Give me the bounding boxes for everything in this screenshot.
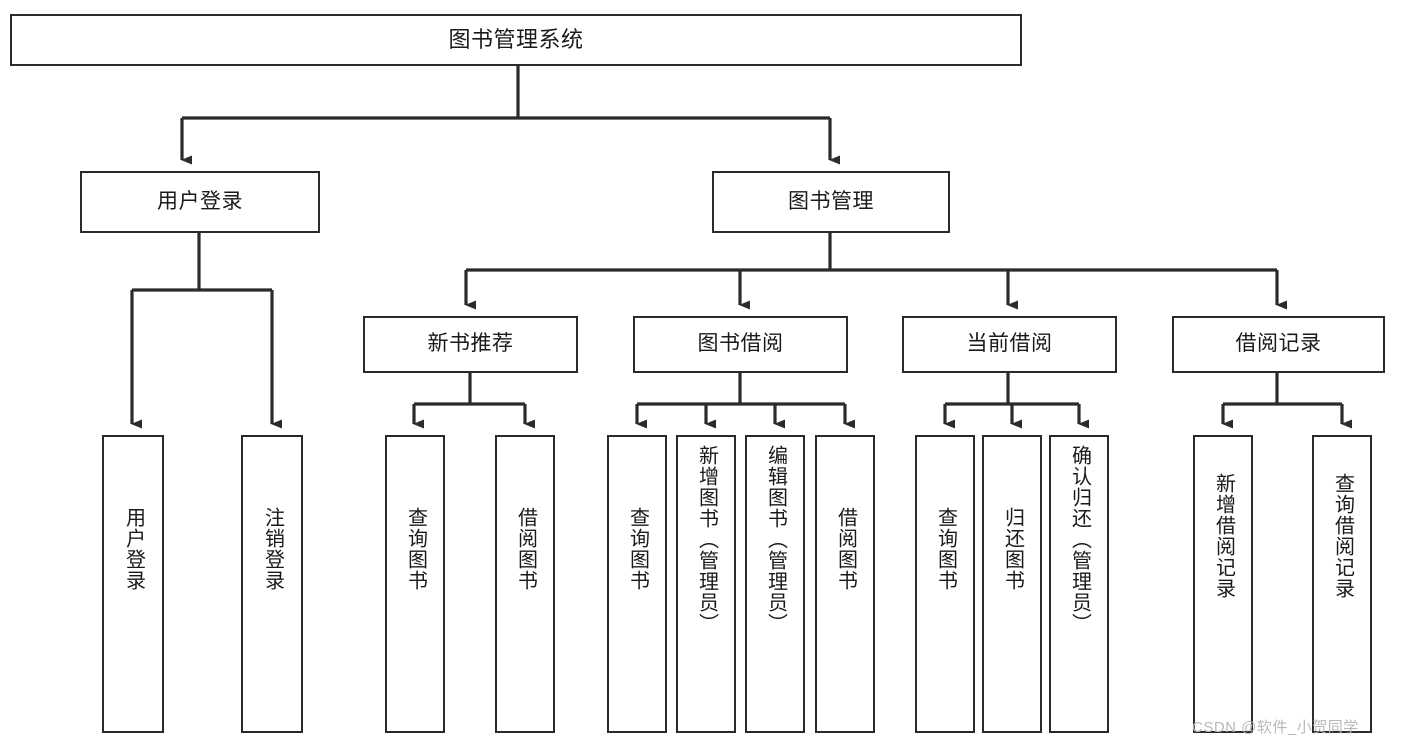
node-borrow-record-label: 借阅记录 — [1235, 332, 1322, 356]
leaf-new-book-query[interactable]: 查询图书 — [385, 435, 445, 733]
leaf-logout-inner: 注销登录 — [243, 507, 301, 591]
leaf-borrow-book-label: 借阅图书 — [834, 507, 857, 591]
csdn-watermark: CSDN @软件_小贺同学 — [1192, 719, 1359, 736]
node-current-borrow[interactable]: 当前借阅 — [902, 316, 1117, 373]
node-new-book-recommend[interactable]: 新书推荐 — [363, 316, 578, 373]
leaf-logout-label: 注销登录 — [261, 507, 284, 591]
leaf-confirm-return-admin-label: 确认归还（管理员） — [1068, 445, 1091, 634]
leaf-confirm-return-admin[interactable]: 确认归还（管理员） — [1049, 435, 1109, 733]
leaf-edit-book-admin-inner: 编辑图书（管理员） — [747, 445, 803, 634]
leaf-current-query-book-inner: 查询图书 — [917, 507, 973, 591]
leaf-edit-book-admin-label: 编辑图书（管理员） — [764, 445, 787, 634]
node-book-borrow[interactable]: 图书借阅 — [633, 316, 848, 373]
node-book-manage-label: 图书管理 — [788, 189, 874, 213]
leaf-confirm-return-admin-inner: 确认归还（管理员） — [1051, 445, 1107, 634]
leaf-add-borrow-record[interactable]: 新增借阅记录 — [1193, 435, 1253, 733]
node-root-label: 图书管理系统 — [448, 27, 584, 53]
leaf-new-book-borrow-inner: 借阅图书 — [497, 507, 553, 591]
node-current-borrow-label: 当前借阅 — [966, 332, 1053, 356]
leaf-new-book-borrow[interactable]: 借阅图书 — [495, 435, 555, 733]
node-book-borrow-label: 图书借阅 — [697, 332, 784, 356]
leaf-borrow-query-book[interactable]: 查询图书 — [607, 435, 667, 733]
leaf-user-login-inner: 用户登录 — [104, 507, 162, 591]
leaf-query-borrow-record-inner: 查询借阅记录 — [1314, 473, 1370, 599]
leaf-add-book-admin[interactable]: 新增图书（管理员） — [676, 435, 736, 733]
leaf-new-book-query-label: 查询图书 — [404, 507, 427, 591]
node-root-system[interactable]: 图书管理系统 — [10, 14, 1022, 66]
leaf-borrow-query-book-label: 查询图书 — [626, 507, 649, 591]
leaf-borrow-book[interactable]: 借阅图书 — [815, 435, 875, 733]
leaf-return-book-label: 归还图书 — [1001, 507, 1024, 591]
leaf-add-borrow-record-inner: 新增借阅记录 — [1195, 473, 1251, 599]
leaf-new-book-query-inner: 查询图书 — [387, 507, 443, 591]
leaf-edit-book-admin[interactable]: 编辑图书（管理员） — [745, 435, 805, 733]
leaf-add-book-admin-inner: 新增图书（管理员） — [678, 445, 734, 634]
node-book-manage[interactable]: 图书管理 — [712, 171, 950, 233]
leaf-new-book-borrow-label: 借阅图书 — [514, 507, 537, 591]
node-new-book-recommend-label: 新书推荐 — [427, 332, 514, 356]
leaf-return-book[interactable]: 归还图书 — [982, 435, 1042, 733]
leaf-borrow-query-book-inner: 查询图书 — [609, 507, 665, 591]
leaf-add-book-admin-label: 新增图书（管理员） — [695, 445, 718, 634]
leaf-user-login[interactable]: 用户登录 — [102, 435, 164, 733]
leaf-return-book-inner: 归还图书 — [984, 507, 1040, 591]
node-borrow-record[interactable]: 借阅记录 — [1172, 316, 1385, 373]
leaf-logout[interactable]: 注销登录 — [241, 435, 303, 733]
leaf-add-borrow-record-label: 新增借阅记录 — [1212, 473, 1235, 599]
leaf-user-login-label: 用户登录 — [122, 507, 145, 591]
node-user-login[interactable]: 用户登录 — [80, 171, 320, 233]
leaf-query-borrow-record-label: 查询借阅记录 — [1331, 473, 1354, 599]
node-user-login-label: 用户登录 — [157, 189, 243, 213]
leaf-current-query-book-label: 查询图书 — [934, 507, 957, 591]
leaf-query-borrow-record[interactable]: 查询借阅记录 — [1312, 435, 1372, 733]
leaf-borrow-book-inner: 借阅图书 — [817, 507, 873, 591]
leaf-current-query-book[interactable]: 查询图书 — [915, 435, 975, 733]
